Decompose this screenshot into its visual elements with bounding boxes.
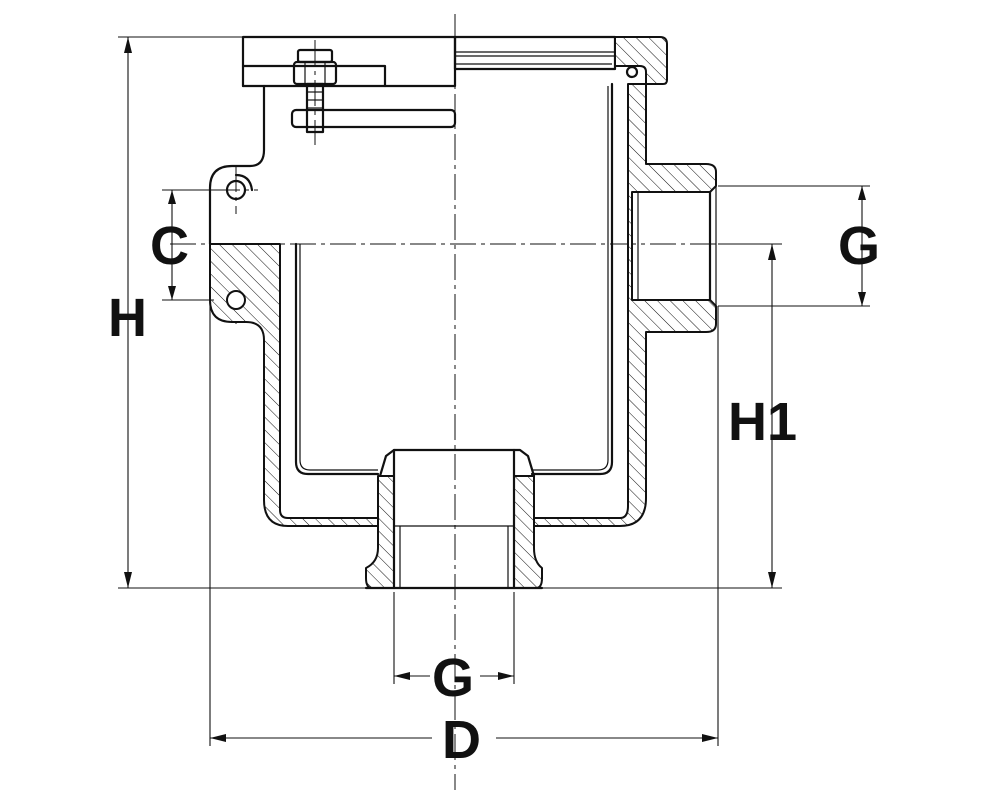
strainer-basket — [294, 82, 614, 476]
label-g-side: G — [838, 216, 880, 276]
label-h: H — [108, 288, 147, 348]
dimension-h1 — [542, 243, 782, 589]
label-h1: H1 — [728, 392, 797, 452]
cover-plate — [241, 35, 668, 88]
bottom-outlet — [364, 448, 544, 590]
dimension-c — [162, 189, 214, 301]
dimension-h — [118, 36, 366, 589]
dimension-g-side — [718, 185, 870, 307]
body-left — [208, 84, 379, 527]
label-c: C — [150, 216, 189, 276]
label-g-bottom: G — [432, 648, 474, 708]
clamp-bolt — [290, 48, 457, 134]
dimension-g-bottom — [393, 592, 515, 684]
body-right — [533, 83, 717, 527]
label-d: D — [442, 710, 481, 770]
dimension-d — [209, 300, 719, 746]
centerlines — [170, 14, 780, 790]
